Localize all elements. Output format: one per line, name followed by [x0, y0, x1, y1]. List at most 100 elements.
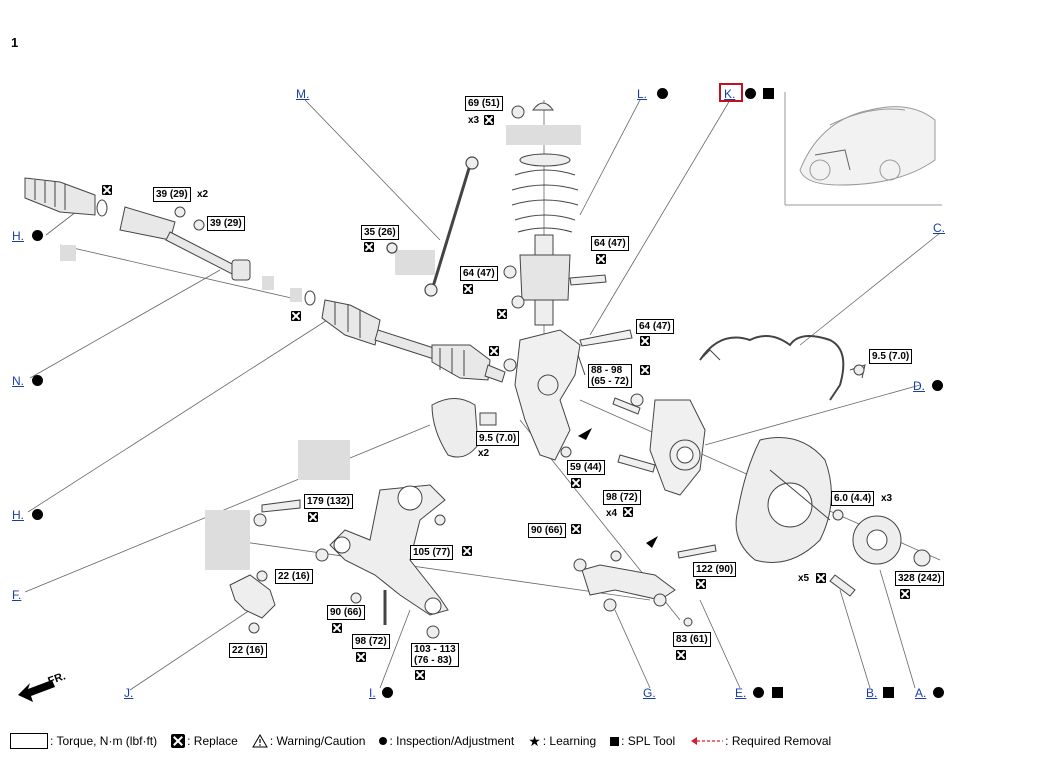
torque-spec: 64 (47)	[460, 266, 498, 281]
torque-spec: 9.5 (7.0)	[476, 431, 520, 446]
inset-vehicle-view	[784, 92, 942, 206]
torque-spec: 39 (29)	[153, 187, 191, 202]
torque-spec: 59 (44)	[567, 460, 605, 475]
replace-icon	[900, 589, 910, 599]
bracket	[229, 570, 276, 634]
replace-icon	[571, 524, 581, 534]
inspection-icon	[932, 380, 943, 391]
callout-m[interactable]: M.	[296, 87, 310, 101]
quantity-label: x3	[881, 493, 893, 504]
replace-icon	[364, 242, 374, 252]
warning-icon	[251, 734, 268, 748]
replace-icon	[291, 311, 301, 321]
callout-b[interactable]: B.	[866, 686, 878, 700]
quantity-label: x2	[197, 189, 209, 200]
drive-shaft-center	[321, 299, 506, 383]
callout-h-top[interactable]: H.	[12, 229, 24, 243]
front-axle-hub-knuckle	[612, 393, 706, 496]
replace-icon	[415, 670, 425, 680]
stabilizer-link	[386, 156, 479, 297]
callout-a[interactable]: A.	[915, 686, 927, 700]
page-number: 1	[11, 35, 19, 50]
torque-spec: 179 (132)	[304, 494, 353, 509]
quantity-label: x4	[606, 508, 618, 519]
replace-icon	[462, 546, 472, 556]
lower-arm	[205, 440, 449, 639]
callout-k[interactable]: K.	[724, 87, 736, 101]
replace-icon	[308, 512, 318, 522]
torque-spec: 105 (77)	[410, 545, 454, 560]
replace-icon	[463, 284, 473, 294]
legend-spl-tool: : SPL Tool	[610, 734, 675, 748]
replace-icon	[623, 507, 633, 517]
torque-spec: 83 (61)	[673, 632, 711, 647]
torque-spec: 328 (242)	[895, 571, 944, 586]
callout-i[interactable]: I.	[369, 686, 376, 700]
torque-spec: 98 (72)	[603, 490, 641, 505]
replace-icon	[816, 573, 826, 583]
torque-spec: 90 (66)	[528, 523, 566, 538]
disc-brake-dust-cover	[735, 437, 832, 563]
legend-warning: : Warning/Caution	[251, 734, 365, 748]
legend: : Torque, N·m (lbf·ft) : Replace : Warni…	[10, 733, 845, 749]
callout-d[interactable]: D.	[913, 379, 925, 393]
spl-tool-icon	[763, 88, 774, 99]
callout-n[interactable]: N.	[12, 374, 24, 388]
replace-icon	[596, 254, 606, 264]
callout-g[interactable]: G.	[643, 686, 656, 700]
spl-tool-icon	[883, 687, 894, 698]
inspection-icon	[379, 737, 388, 745]
legend-inspection: : Inspection/Adjustment	[379, 734, 514, 748]
torque-spec: 6.0 (4.4)	[831, 491, 875, 506]
legend-replace: : Replace	[171, 734, 238, 748]
inspection-icon	[32, 509, 43, 520]
replace-icon	[484, 115, 494, 125]
quantity-label: x5	[798, 573, 810, 584]
torque-spec: 69 (51)	[465, 96, 503, 111]
drive-shaft-upper	[24, 177, 316, 306]
torque-spec: 39 (29)	[207, 216, 245, 231]
callout-f[interactable]: F.	[12, 588, 22, 602]
torque-spec: 64 (47)	[591, 236, 629, 251]
torque-spec: 64 (47)	[636, 319, 674, 334]
callout-l[interactable]: L.	[637, 87, 648, 101]
torque-spec: 9.5 (7.0)	[869, 349, 913, 364]
red-dashed-arrow-icon	[691, 737, 724, 745]
callout-e[interactable]: E.	[735, 686, 747, 700]
spl-tool-icon	[610, 736, 620, 746]
torque-box-icon	[10, 733, 48, 749]
star-icon: ★	[528, 733, 541, 749]
replace-icon	[171, 734, 186, 748]
speed-sensor-wire	[699, 335, 866, 401]
inspection-icon	[753, 687, 764, 698]
inspection-icon	[32, 375, 43, 386]
torque-spec: 122 (90)	[693, 562, 737, 577]
torque-spec: 103 - 113 (76 - 83)	[411, 643, 459, 667]
steering-knuckle	[514, 329, 633, 461]
replace-icon	[640, 336, 650, 346]
legend-learning: ★ : Learning	[528, 733, 597, 749]
replace-icon	[571, 478, 581, 488]
strut-assembly	[503, 102, 607, 326]
legend-torque: : Torque, N·m (lbf·ft)	[10, 733, 157, 749]
callout-j[interactable]: J.	[124, 686, 134, 700]
torque-spec: 90 (66)	[327, 605, 365, 620]
torque-spec: 88 - 98 (65 - 72)	[588, 364, 632, 388]
inspection-icon	[933, 687, 944, 698]
torque-spec: 98 (72)	[352, 634, 390, 649]
inspection-icon	[382, 687, 393, 698]
inspection-icon	[657, 88, 668, 99]
quantity-label: x3	[468, 115, 480, 126]
legend-required-removal: : Required Removal	[689, 734, 831, 748]
front-direction-arrow	[18, 680, 55, 702]
callout-k-highlight	[719, 83, 743, 102]
replace-icon	[696, 579, 706, 589]
callout-c[interactable]: C.	[933, 221, 945, 235]
replace-icon	[102, 185, 112, 195]
replace-icon	[640, 365, 650, 375]
front-axle-hub	[829, 509, 931, 597]
replace-icon	[356, 652, 366, 662]
callout-h-bottom[interactable]: H.	[12, 508, 24, 522]
replace-icon	[332, 623, 342, 633]
